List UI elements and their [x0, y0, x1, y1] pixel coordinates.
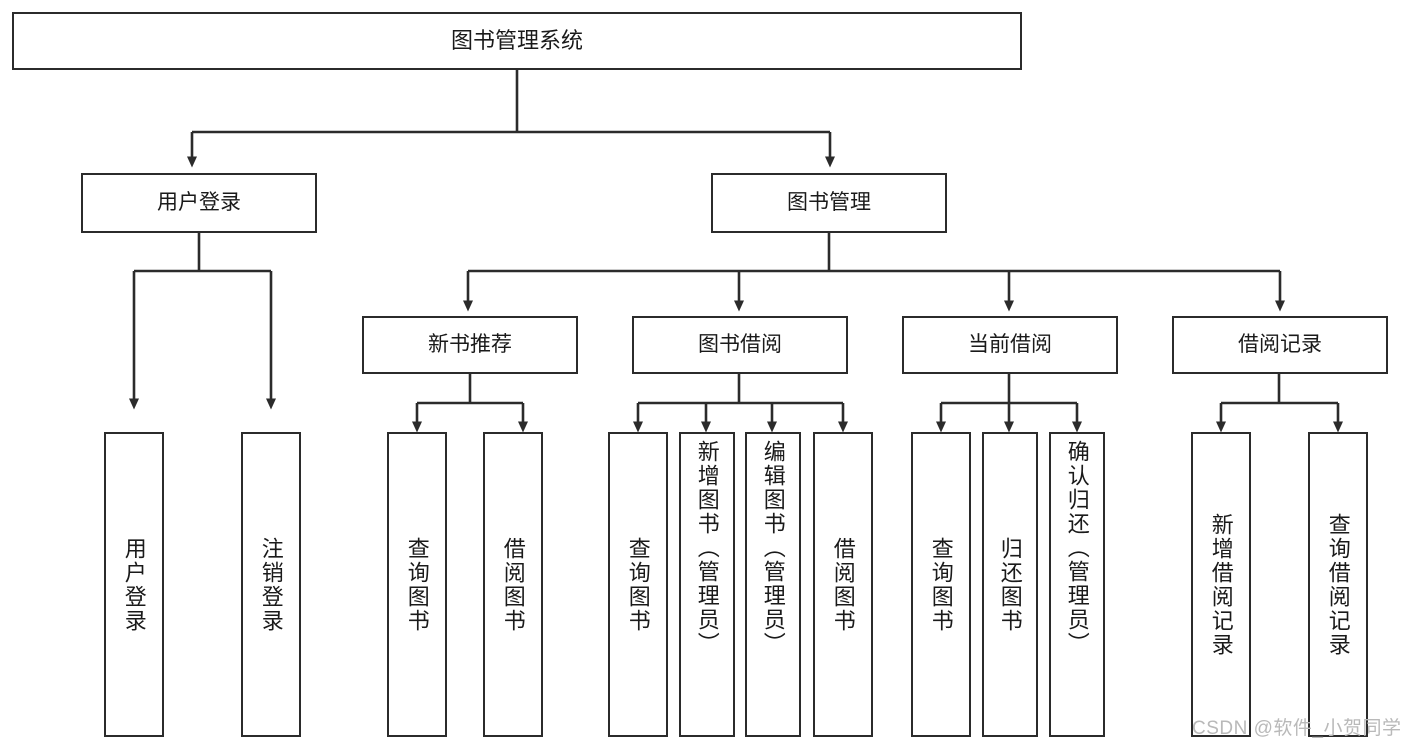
leaf-edit-book-admin[interactable]: 编辑图书（管理员） [745, 432, 801, 737]
node-label: 新增借阅记录 [1208, 512, 1234, 657]
node-label: 当前借阅 [968, 332, 1052, 356]
leaf-query-borrow-record[interactable]: 查询借阅记录 [1308, 432, 1368, 737]
node-label: 查询图书 [928, 536, 954, 633]
node-label: 归还图书 [997, 536, 1023, 633]
leaf-logout[interactable]: 注销登录 [241, 432, 301, 737]
node-root-system[interactable]: 图书管理系统 [12, 12, 1022, 70]
node-new-book-recommend[interactable]: 新书推荐 [362, 316, 578, 374]
node-current-borrow[interactable]: 当前借阅 [902, 316, 1118, 374]
leaf-add-book-admin[interactable]: 新增图书（管理员） [679, 432, 735, 737]
watermark: CSDN @软件_小贺同学 [1192, 718, 1402, 739]
node-label: 图书管理 [787, 190, 871, 214]
leaf-add-borrow-record[interactable]: 新增借阅记录 [1191, 432, 1251, 737]
leaf-query-book-current[interactable]: 查询图书 [911, 432, 971, 737]
node-user-login[interactable]: 用户登录 [81, 173, 317, 233]
leaf-confirm-return-admin[interactable]: 确认归还（管理员） [1049, 432, 1105, 737]
node-label: 新增图书（管理员） [694, 440, 720, 656]
node-label: 用户登录 [121, 536, 147, 633]
node-label: 查询借阅记录 [1325, 512, 1351, 657]
leaf-user-login[interactable]: 用户登录 [104, 432, 164, 737]
node-label: 借阅图书 [830, 536, 856, 633]
node-label: 借阅图书 [500, 536, 526, 633]
node-label: 图书管理系统 [450, 28, 583, 54]
node-label: 确认归还（管理员） [1064, 440, 1090, 656]
node-book-management[interactable]: 图书管理 [711, 173, 947, 233]
node-borrow-record[interactable]: 借阅记录 [1172, 316, 1388, 374]
leaf-borrow-book-recommend[interactable]: 借阅图书 [483, 432, 543, 737]
leaf-query-book-borrow[interactable]: 查询图书 [608, 432, 668, 737]
node-label: 注销登录 [258, 536, 284, 633]
node-label: 新书推荐 [428, 332, 512, 356]
node-label: 图书借阅 [698, 332, 782, 356]
node-label: 借阅记录 [1238, 332, 1322, 356]
leaf-return-book[interactable]: 归还图书 [982, 432, 1038, 737]
leaf-query-book-recommend[interactable]: 查询图书 [387, 432, 447, 737]
node-label: 用户登录 [157, 190, 241, 214]
node-label: 查询图书 [404, 536, 430, 633]
leaf-borrow-book[interactable]: 借阅图书 [813, 432, 873, 737]
node-book-borrow[interactable]: 图书借阅 [632, 316, 848, 374]
node-label: 查询图书 [625, 536, 651, 633]
node-label: 编辑图书（管理员） [760, 440, 786, 656]
